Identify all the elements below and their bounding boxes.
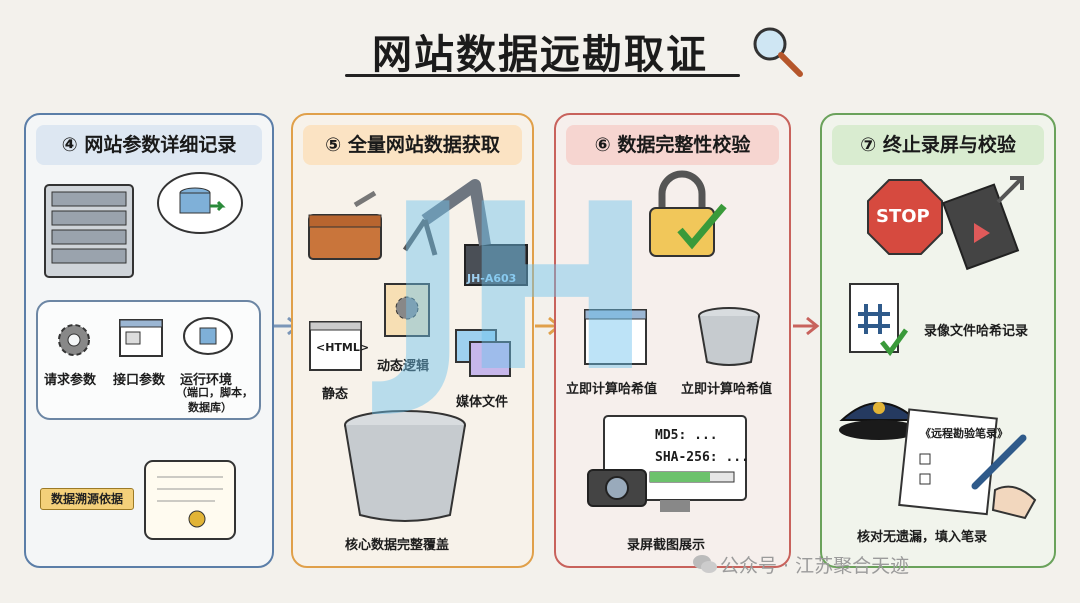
- database-cloud-icon: [157, 172, 243, 234]
- label-request-params: 请求参数: [44, 373, 97, 388]
- label-media-files: 媒体文件: [456, 395, 509, 410]
- browser-window-icon: [584, 309, 647, 365]
- title-underline: [345, 74, 740, 77]
- label-runtime-env-detail2: 数据库）: [188, 401, 232, 414]
- robot-arm-icon: [402, 179, 528, 286]
- scroll-icon: [144, 460, 236, 540]
- police-cap-icon: [839, 402, 919, 440]
- pen-hand-icon: [971, 434, 1037, 520]
- jh-watermark: JH: [385, 156, 653, 423]
- trace-basis-tag: 数据溯源依据: [40, 488, 134, 510]
- notebook-title: 《远程勘验笔录》: [920, 427, 1008, 440]
- html-window-icon: [309, 321, 362, 371]
- footer-account: 公众号 · 江苏聚合天迹: [720, 555, 910, 577]
- label-runtime-env-detail1: （端口，脚本，: [176, 386, 253, 399]
- sha256-readout: SHA-256: ...: [655, 450, 749, 465]
- panel-heading: ⑥ 数据完整性校验: [566, 125, 779, 165]
- lock-check-icon: [649, 170, 727, 257]
- md5-readout: MD5: ...: [655, 428, 718, 443]
- runtime-cloud-icon: [183, 317, 233, 355]
- label-verify: 核对无遗漏，填入笔录: [857, 530, 988, 545]
- stop-sign-text: STOP: [876, 206, 930, 227]
- bucket-icon: [344, 410, 466, 522]
- toolbox-icon: [308, 190, 382, 260]
- stop-sign-icon: [867, 179, 943, 255]
- label-interface-params: 接口参数: [113, 373, 166, 388]
- panel-heading: ⑦ 终止录屏与校验: [832, 125, 1044, 165]
- params-group-box: [36, 300, 261, 420]
- media-files-icon: [455, 329, 511, 377]
- arrow-right-icon: [793, 316, 820, 336]
- gear-icon: [58, 324, 90, 356]
- label-runtime-env: 运行环境: [180, 373, 233, 388]
- label-core-coverage: 核心数据完整覆盖: [345, 538, 450, 553]
- label-static: 静态: [322, 387, 349, 402]
- robot-id-label: JH-A603: [467, 272, 517, 285]
- label-hash-right: 立即计算哈希值: [681, 382, 773, 397]
- label-screen-show: 录屏截图展示: [627, 538, 706, 553]
- bucket-small-icon: [698, 307, 760, 366]
- magnifier-icon: [753, 27, 803, 77]
- html-code-label: <HTML>: [316, 341, 370, 354]
- video-film-icon: [941, 176, 1024, 271]
- label-dynamic-logic: 动态逻辑: [377, 359, 430, 374]
- page-title: 网站数据远勘取证: [372, 32, 708, 78]
- server-icon: [44, 184, 134, 278]
- label-hash-record: 录像文件哈希记录: [924, 324, 1029, 339]
- panel-heading: ④ 网站参数详细记录: [36, 125, 262, 165]
- panel-heading: ⑤ 全量网站数据获取: [303, 125, 522, 165]
- camera-icon: [587, 469, 647, 507]
- label-hash-left: 立即计算哈希值: [566, 382, 658, 397]
- interface-window-icon: [119, 319, 163, 357]
- wechat-icon: [693, 555, 717, 573]
- gear-card-icon: [384, 283, 430, 337]
- hash-doc-icon: [849, 283, 909, 357]
